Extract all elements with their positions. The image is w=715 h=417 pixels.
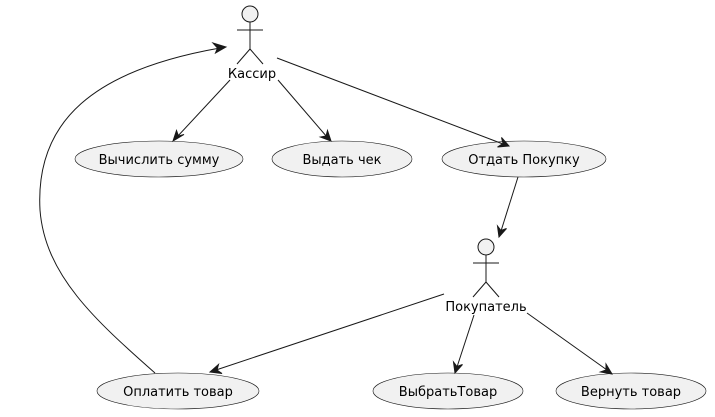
edge-buyer-to-return-item-arrowhead xyxy=(598,362,613,375)
usecase-give-receipt-shape xyxy=(271,140,413,178)
edge-cashier-to-give-receipt xyxy=(277,79,332,142)
actor-buyer-leg-right xyxy=(485,281,500,298)
edge-pay-item-to-cashier-arrowhead xyxy=(211,41,228,55)
edge-buyer-to-pay-item-line xyxy=(215,293,445,371)
usecase-calc-sum-shape xyxy=(74,140,244,178)
edge-cashier-to-hand-purchase xyxy=(276,57,511,148)
usecase-choose-item-shape xyxy=(372,372,524,410)
edge-cashier-to-calc-sum-line xyxy=(176,79,231,138)
actor-buyer-head xyxy=(477,238,495,256)
edge-cashier-to-calc-sum xyxy=(172,79,231,143)
usecase-hand-purchase-label: Отдать Покупку xyxy=(468,153,580,168)
edge-buyer-to-choose-item-arrowhead xyxy=(452,360,463,375)
edge-buyer-to-pay-item-arrowhead xyxy=(208,363,223,374)
edge-buyer-to-pay-item xyxy=(208,293,445,374)
usecase-pay-item-label: Оплатить товар xyxy=(123,385,233,400)
edge-hand-purchase-to-buyer-line xyxy=(500,176,519,232)
edge-buyer-to-return-item xyxy=(526,312,613,375)
edge-buyer-to-return-item-line xyxy=(526,312,608,371)
actor-buyer-leg-left xyxy=(472,281,487,298)
usecase-calc-sum: Вычислить сумму xyxy=(74,140,244,178)
usecase-return-item-label: Вернуть товар xyxy=(581,385,681,400)
edge-pay-item-to-cashier-line xyxy=(39,47,221,374)
usecase-return-item: Вернуть товар xyxy=(555,372,707,410)
edge-hand-purchase-to-buyer-arrowhead xyxy=(496,224,507,239)
usecase-give-receipt-label: Выдать чек xyxy=(302,153,381,168)
usecase-choose-item-label: ВыбратьТовар xyxy=(399,385,497,400)
edge-cashier-to-hand-purchase-line xyxy=(276,57,504,145)
edge-hand-purchase-to-buyer xyxy=(496,176,519,239)
usecase-calc-sum-label: Вычислить сумму xyxy=(99,153,220,168)
actor-buyer: Покупатель xyxy=(445,238,527,315)
usecase-return-item-shape xyxy=(555,372,707,410)
edge-cashier-to-hand-purchase-arrowhead xyxy=(497,137,511,148)
actor-cashier: Кассир xyxy=(228,5,276,82)
edge-cashier-to-give-receipt-line xyxy=(277,79,328,138)
edge-cashier-to-give-receipt-arrowhead xyxy=(318,128,332,142)
edge-pay-item-to-cashier xyxy=(39,41,228,374)
actor-cashier-head xyxy=(241,5,259,23)
actor-cashier-label: Кассир xyxy=(228,67,276,82)
edge-buyer-to-choose-item xyxy=(452,314,475,375)
actor-cashier-leg-left xyxy=(236,48,251,65)
actor-buyer-label: Покупатель xyxy=(445,300,526,315)
usecase-hand-purchase: Отдать Покупку xyxy=(441,140,607,178)
usecase-give-receipt: Выдать чек xyxy=(271,140,413,178)
usecase-pay-item-shape xyxy=(96,372,260,410)
edge-cashier-to-calc-sum-arrowhead xyxy=(172,128,185,143)
usecase-hand-purchase-shape xyxy=(441,140,607,178)
usecase-pay-item: Оплатить товар xyxy=(96,372,260,410)
usecase-choose-item: ВыбратьТовар xyxy=(372,372,524,410)
edge-buyer-to-choose-item-line xyxy=(456,314,475,368)
actor-cashier-leg-right xyxy=(249,48,264,65)
